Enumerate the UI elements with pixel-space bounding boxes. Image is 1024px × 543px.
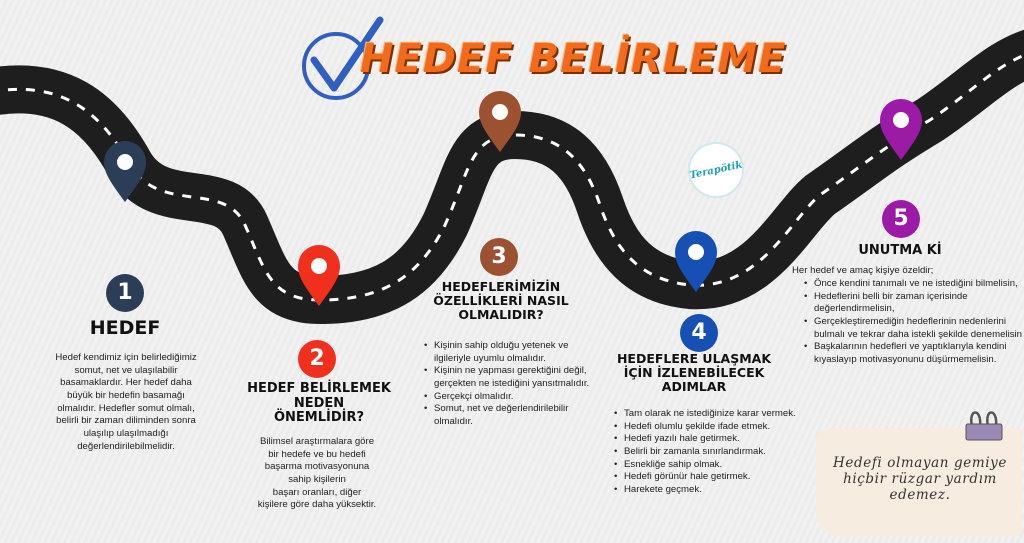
list-item: Gerçekçi olmalıdır. xyxy=(424,391,594,404)
step-5-list: Önce kendini tanımalı ve ne istediğini b… xyxy=(802,278,1024,367)
page-title: HEDEF BELİRLEME xyxy=(360,36,787,82)
list-item: Harekete geçmek. xyxy=(614,484,800,497)
map-pin-4-icon xyxy=(675,231,717,292)
quote-note xyxy=(816,428,1022,536)
step-5-number: 5 xyxy=(882,200,920,238)
list-item: Hedefi yazılı hale getirmek. xyxy=(614,433,800,446)
map-pin-3-icon xyxy=(479,91,521,152)
list-item: Belirli bir zamanla sınırlandırmak. xyxy=(614,446,800,459)
list-item: Gerçekleştiremediğin hedeflerinin nedenl… xyxy=(804,316,1024,341)
step-3-list: Kişinin sahip olduğu yetenek ve ilgileri… xyxy=(422,340,594,429)
checkmark-icon xyxy=(302,16,384,100)
step-3-number: 3 xyxy=(480,238,518,276)
map-pin-1-icon xyxy=(104,141,146,202)
step-1-number: 1 xyxy=(106,274,144,312)
map-pin-2-icon xyxy=(298,245,340,306)
step-1-heading: HEDEF xyxy=(89,317,161,339)
list-item: Kişinin ne yapması gerektiğini değil, ge… xyxy=(424,365,594,390)
step-4-number: 4 xyxy=(680,314,718,352)
list-item: Başkalarının hedefleri ve yaptıklarıyla … xyxy=(804,341,1024,366)
map-pin-5-icon xyxy=(880,99,922,160)
step-4-list: Tam olarak ne istediğinize karar vermek.… xyxy=(612,408,800,497)
list-item: Kişinin sahip olduğu yetenek ve ilgileri… xyxy=(424,340,594,365)
binder-clip-icon xyxy=(965,411,1003,441)
list-item: Somut, net ve değerlendirilebilir olmalı… xyxy=(424,403,594,428)
list-item: Tam olarak ne istediğinize karar vermek. xyxy=(614,408,800,421)
step-5-heading: UNUTMA Kİ xyxy=(858,243,942,258)
list-item: Hedefi görünür hale getirmek. xyxy=(614,471,800,484)
list-item: Hedeflerini belli bir zaman içerisinde d… xyxy=(804,291,1024,316)
list-item: Önce kendini tanımalı ve ne istediğini b… xyxy=(804,278,1024,291)
step-2-number: 2 xyxy=(298,340,336,378)
step-5-intro: Her hedef ve amaç kişiye özeldir; xyxy=(792,265,934,276)
list-item: Hedefi olumlu şekilde ifade etmek. xyxy=(614,421,800,434)
list-item: Esnekliğe sahip olmak. xyxy=(614,459,800,472)
